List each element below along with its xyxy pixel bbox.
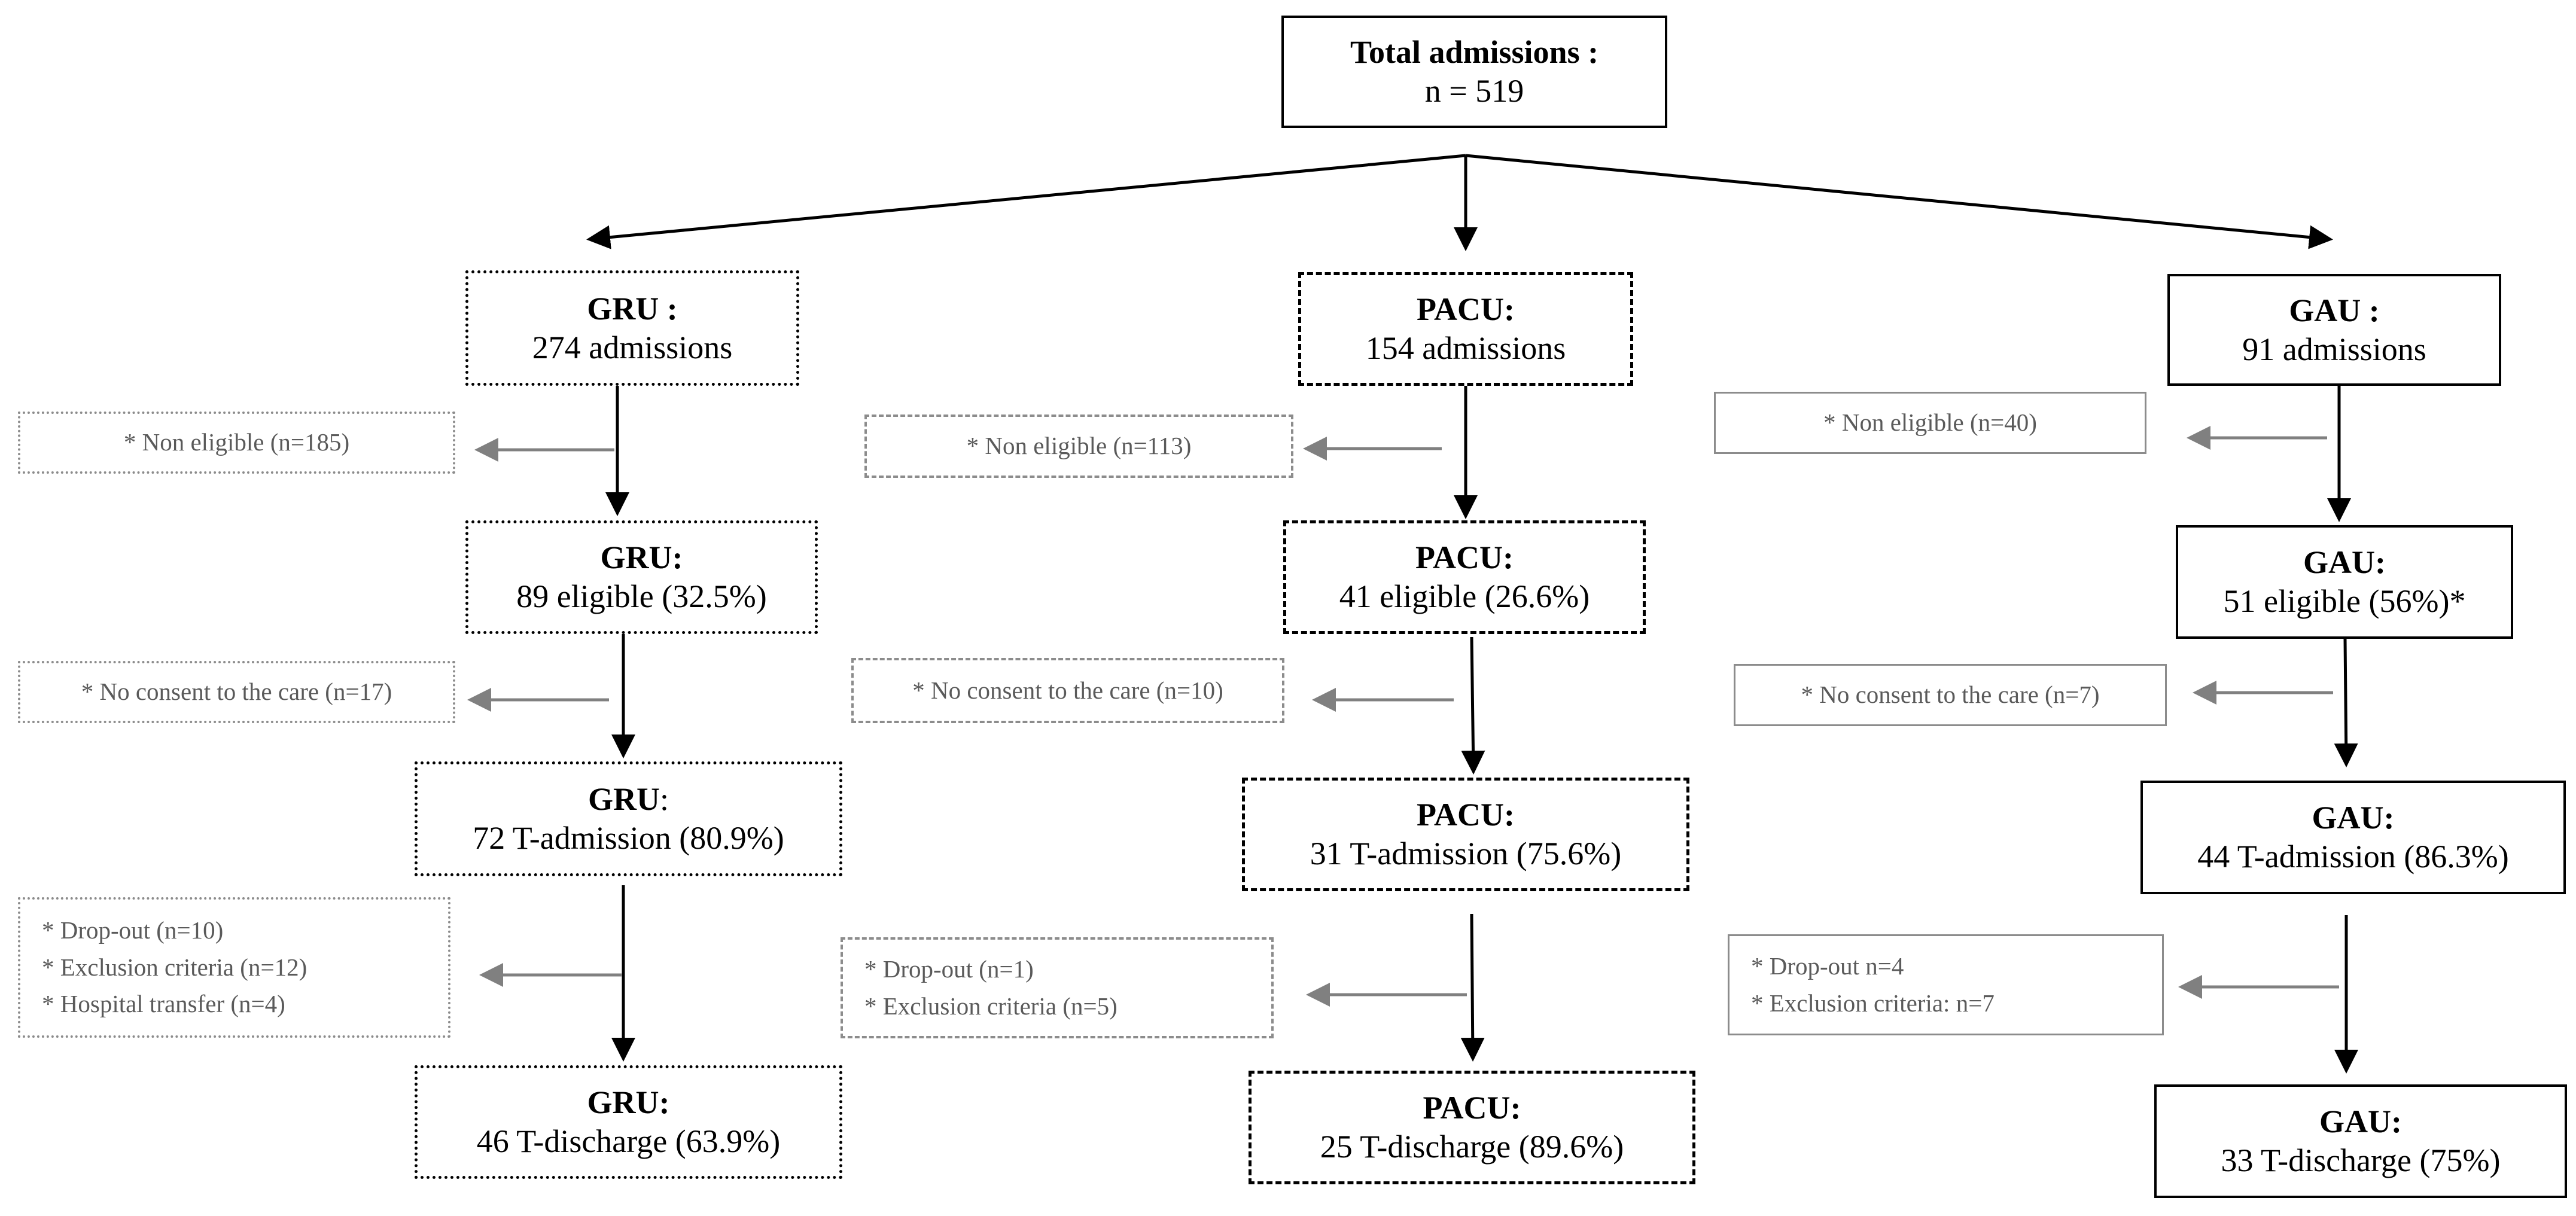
pacu-t-discharge-line: 25 T-discharge (89.6%)	[1320, 1129, 1624, 1165]
gru-t-admission-head-suffix: :	[659, 781, 669, 818]
gru-eligible-box: GRU: 89 eligible (32.5%)	[465, 520, 818, 634]
pacu-dropout-line-1: * Drop-out (n=1)	[864, 955, 1034, 983]
gau-non-eligible-note: * Non eligible (n=40)	[1714, 392, 2146, 454]
total-admissions-title: Total admissions :	[1350, 34, 1599, 71]
arrow-top-to-gru	[586, 154, 1466, 249]
gau-t-admission-line: 44 T-admission (86.3%)	[2197, 839, 2509, 874]
gau-admissions-head: GAU :	[2289, 292, 2380, 328]
pacu-eligible-box: PACU: 41 eligible (26.6%)	[1283, 520, 1646, 634]
gru-t-admission-head: GRU	[587, 781, 660, 818]
gru-non-eligible-note: * Non eligible (n=185)	[18, 412, 455, 474]
gau-eligible-head: GAU:	[2303, 544, 2386, 581]
pacu-t-admission-box: PACU: 31 T-admission (75.6%)	[1242, 778, 1689, 891]
gru-t-admission-line: 72 T-admission (80.9%)	[473, 820, 784, 856]
arrow-gau-2	[2334, 638, 2358, 767]
pacu-eligible-head: PACU:	[1415, 540, 1514, 576]
gru-dropout-line-3: * Hospital transfer (n=4)	[42, 990, 285, 1018]
pacu-t-discharge-box: PACU: 25 T-discharge (89.6%)	[1249, 1071, 1695, 1184]
pacu-t-admission-line: 31 T-admission (75.6%)	[1310, 836, 1622, 871]
gru-no-consent-text: * No consent to the care (n=17)	[81, 678, 392, 706]
gau-dropout-note: * Drop-out n=4 * Exclusion criteria: n=7	[1728, 934, 2164, 1035]
gru-dropout-note: * Drop-out (n=10) * Exclusion criteria (…	[18, 897, 450, 1038]
pacu-eligible-line: 41 eligible (26.6%)	[1339, 578, 1590, 614]
gru-admissions-line: 274 admissions	[532, 329, 733, 365]
gru-t-discharge-head: GRU:	[587, 1084, 670, 1121]
gau-admissions-box: GAU : 91 admissions	[2167, 274, 2501, 386]
gau-dropout-line-2: * Exclusion criteria: n=7	[1751, 989, 1995, 1017]
gru-t-discharge-box: GRU: 46 T-discharge (63.9%)	[415, 1065, 842, 1179]
gau-no-consent-text: * No consent to the care (n=7)	[1801, 681, 2100, 709]
gru-no-consent-note: * No consent to the care (n=17)	[18, 661, 455, 723]
pacu-t-admission-head: PACU:	[1417, 797, 1515, 833]
gru-t-discharge-line: 46 T-discharge (63.9%)	[476, 1123, 781, 1159]
gau-admissions-line: 91 admissions	[2242, 331, 2426, 367]
gau-t-admission-head: GAU:	[2312, 800, 2395, 836]
gru-t-admission-box: GRU: 72 T-admission (80.9%)	[415, 761, 842, 876]
gau-t-discharge-line: 33 T-discharge (75%)	[2221, 1142, 2501, 1178]
pacu-admissions-line: 154 admissions	[1365, 330, 1566, 366]
gau-eligible-line: 51 eligible (56%)*	[2223, 583, 2466, 619]
pacu-dropout-note: * Drop-out (n=1) * Exclusion criteria (n…	[841, 937, 1274, 1038]
total-admissions-count: n = 519	[1424, 73, 1524, 109]
gau-eligible-box: GAU: 51 eligible (56%)*	[2176, 525, 2513, 639]
gau-t-admission-box: GAU: 44 T-admission (86.3%)	[2140, 781, 2566, 894]
gru-admissions-head: GRU :	[587, 290, 678, 327]
pacu-no-consent-note: * No consent to the care (n=10)	[851, 658, 1284, 723]
gau-dropout-line-1: * Drop-out n=4	[1751, 952, 1904, 980]
pacu-dropout-line-2: * Exclusion criteria (n=5)	[864, 992, 1118, 1020]
gru-dropout-line-1: * Drop-out (n=10)	[42, 916, 224, 944]
gru-eligible-head: GRU:	[600, 540, 683, 576]
pacu-admissions-box: PACU: 154 admissions	[1298, 272, 1633, 386]
total-admissions-box: Total admissions : n = 519	[1281, 16, 1667, 128]
pacu-no-consent-text: * No consent to the care (n=10)	[912, 676, 1223, 704]
pacu-admissions-head: PACU:	[1417, 291, 1515, 328]
gru-non-eligible-text: * Non eligible (n=185)	[123, 428, 350, 456]
arrow-pacu-3	[1460, 913, 1485, 1062]
pacu-t-discharge-head: PACU:	[1423, 1090, 1521, 1126]
pacu-non-eligible-note: * Non eligible (n=113)	[864, 415, 1293, 478]
gru-dropout-line-2: * Exclusion criteria (n=12)	[42, 953, 307, 981]
gau-non-eligible-text: * Non eligible (n=40)	[1823, 409, 2037, 437]
gau-no-consent-note: * No consent to the care (n=7)	[1734, 664, 2167, 726]
pacu-non-eligible-text: * Non eligible (n=113)	[966, 432, 1192, 460]
gau-t-discharge-box: GAU: 33 T-discharge (75%)	[2154, 1084, 2567, 1198]
arrow-top-to-gau	[1465, 154, 2333, 249]
gru-t-admission-head-wrap: GRU:	[588, 780, 669, 819]
gru-admissions-box: GRU : 274 admissions	[465, 270, 799, 386]
gau-t-discharge-head: GAU:	[2319, 1104, 2402, 1140]
arrow-pacu-2	[1461, 636, 1485, 775]
gru-eligible-line: 89 eligible (32.5%)	[516, 578, 767, 614]
